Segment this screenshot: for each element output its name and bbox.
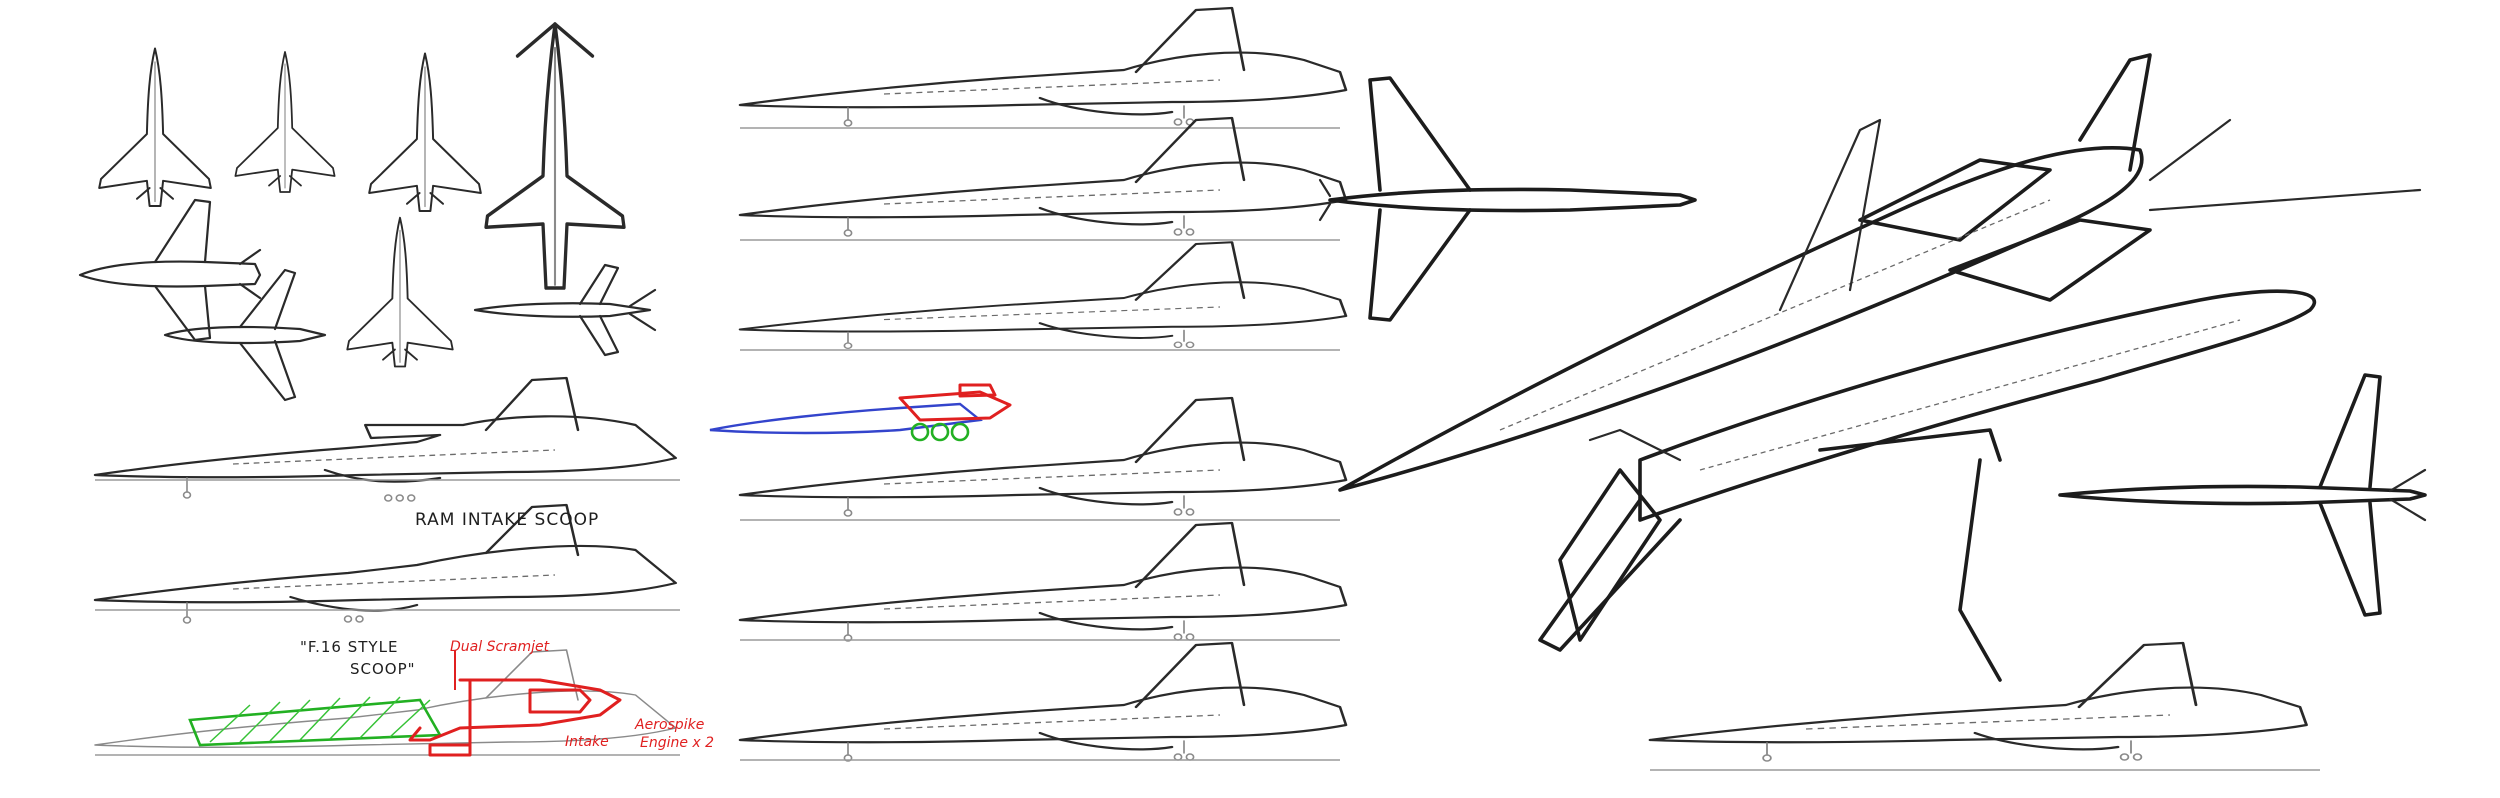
side-view-sketch <box>738 240 1348 350</box>
plan-view-sketch <box>1318 76 1697 322</box>
annotation-f16-line1: "F.16 STYLE <box>300 638 399 656</box>
side-view-sketch <box>738 641 1348 763</box>
perspective-sketch <box>1338 53 2422 492</box>
plan-view-sketch <box>163 268 327 402</box>
plan-view-sketch <box>473 263 657 357</box>
side-view-sketch <box>738 396 1348 518</box>
annotation-dual-scramjet: Dual Scramjet <box>450 639 550 655</box>
side-view-sketch <box>93 376 678 502</box>
annotation-aerospike: Aerospike <box>635 717 705 733</box>
side-view-sketch <box>738 6 1348 128</box>
annotation-engine-x2: Engine x 2 <box>640 735 715 751</box>
plan-view-sketch <box>234 51 336 193</box>
plan-view-sketch <box>346 216 454 368</box>
plan-view-sketch <box>2058 373 2427 617</box>
annotation-intake: Intake <box>565 734 609 750</box>
side-view-sketch <box>1648 641 2308 763</box>
perspective-sketch <box>1538 289 2317 682</box>
annotation-ram-intake: RAM INTAKE SCOOP <box>415 510 600 530</box>
plan-view-sketch <box>368 52 482 212</box>
red-scramjet-markup <box>408 678 622 757</box>
blue-red-markup <box>709 383 1012 442</box>
plan-view-sketch <box>98 47 212 207</box>
side-view-sketch <box>738 521 1348 643</box>
side-view-sketch <box>738 116 1348 238</box>
annotation-f16-line2: SCOOP" <box>350 660 416 678</box>
plan-view-sketch <box>484 22 626 290</box>
plan-view-sketch <box>78 198 262 342</box>
side-view-sketch <box>94 649 677 748</box>
